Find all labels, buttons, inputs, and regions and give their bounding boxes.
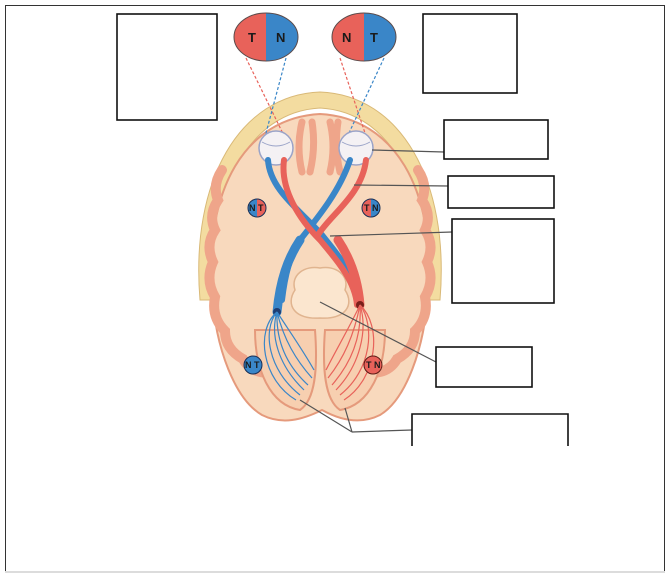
label-box-6[interactable] xyxy=(436,347,532,387)
field-marker-lower-left: N T xyxy=(244,356,262,374)
upper-right-nasal: N xyxy=(372,203,379,213)
label-box-3[interactable] xyxy=(444,120,548,159)
label-box-2[interactable] xyxy=(423,14,517,93)
lower-left-nasal: N xyxy=(245,360,252,370)
field-marker-upper-left: N T xyxy=(248,199,266,217)
brain-outline xyxy=(211,114,429,420)
right-eye-visual-field: N T xyxy=(332,13,396,61)
label-box-5[interactable] xyxy=(452,219,554,303)
left-eyeball xyxy=(259,131,293,165)
label-box-1[interactable] xyxy=(117,14,217,120)
lower-right-temporal: T xyxy=(366,360,372,370)
field-marker-lower-right: T N xyxy=(364,356,382,374)
lower-left-temporal: T xyxy=(254,360,260,370)
right-eye-nasal-label: N xyxy=(342,30,351,45)
upper-left-temporal: T xyxy=(258,203,264,213)
left-eye-nasal-label: N xyxy=(276,30,285,45)
lower-right-nasal: N xyxy=(374,360,381,370)
right-eye-temporal-label: T xyxy=(370,30,378,45)
label-box-7[interactable] xyxy=(412,414,568,446)
left-eye-temporal-label: T xyxy=(248,30,256,45)
upper-right-temporal: T xyxy=(364,203,370,213)
upper-left-nasal: N xyxy=(249,203,256,213)
left-eye-visual-field: T N xyxy=(234,13,298,61)
midbrain xyxy=(291,267,349,318)
label-box-4[interactable] xyxy=(448,176,554,208)
field-marker-upper-right: T N xyxy=(362,199,380,217)
